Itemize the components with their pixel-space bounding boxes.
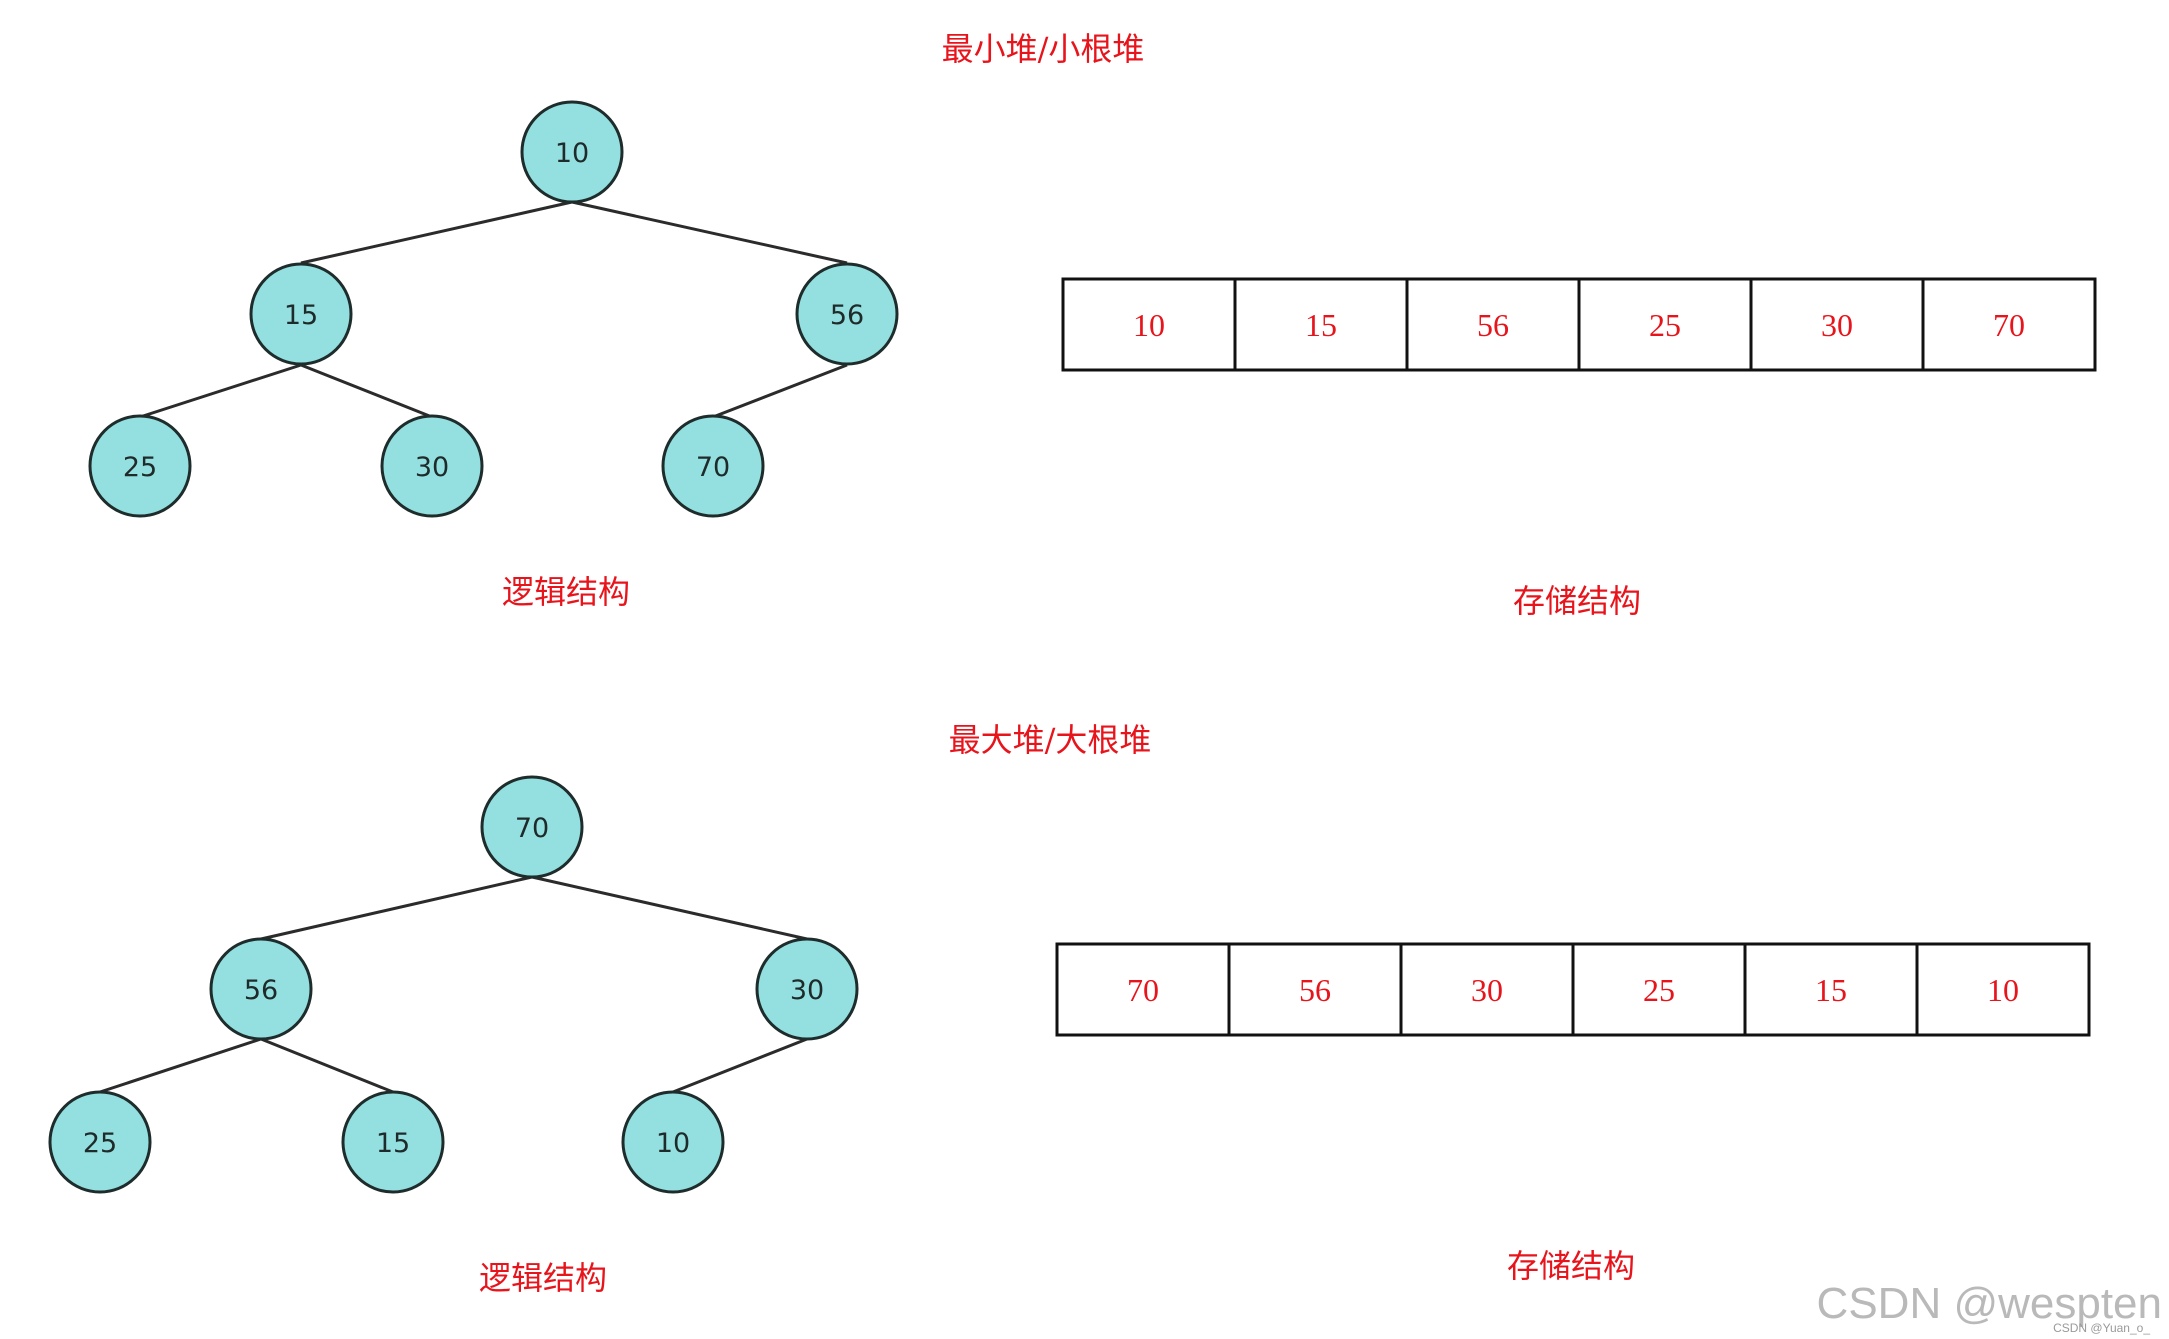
array-cell: 70 bbox=[1921, 277, 2097, 372]
tree-node: 25 bbox=[88, 414, 192, 518]
tree-edge bbox=[139, 363, 302, 419]
min-heap-section: 最小堆/小根堆 10 15 56 bbox=[88, 30, 2097, 620]
tree-edge bbox=[571, 200, 848, 265]
array-cell: 30 bbox=[1749, 277, 1925, 372]
array-cell: 10 bbox=[1061, 277, 1237, 372]
cell-value: 30 bbox=[1821, 307, 1853, 343]
max-heap-edges bbox=[99, 875, 808, 1094]
watermark-small-text: CSDN @Yuan_o_ bbox=[2053, 1321, 2150, 1335]
cell-value: 15 bbox=[1305, 307, 1337, 343]
cell-value: 56 bbox=[1477, 307, 1509, 343]
max-heap-section: 最大堆/大根堆 70 56 30 bbox=[48, 721, 2091, 1297]
min-heap-logic-label: 逻辑结构 bbox=[502, 573, 630, 611]
watermark-text: CSDN @wespten bbox=[1817, 1279, 2162, 1328]
cell-value: 10 bbox=[1133, 307, 1165, 343]
min-heap-edges bbox=[139, 200, 848, 419]
array-cell: 15 bbox=[1743, 942, 1919, 1037]
tree-node: 15 bbox=[249, 262, 353, 366]
node-value: 10 bbox=[656, 1128, 690, 1159]
array-cell: 30 bbox=[1399, 942, 1575, 1037]
cell-value: 30 bbox=[1471, 972, 1503, 1008]
array-cell: 10 bbox=[1915, 942, 2091, 1037]
tree-edge bbox=[712, 363, 848, 419]
max-heap-array: 70 56 30 25 15 10 bbox=[1055, 942, 2091, 1037]
max-heap-tree: 70 56 30 25 15 10 bbox=[48, 775, 859, 1194]
node-value: 25 bbox=[123, 452, 157, 483]
min-heap-storage-label: 存储结构 bbox=[1513, 582, 1641, 620]
node-value: 30 bbox=[415, 452, 449, 483]
array-cell: 56 bbox=[1227, 942, 1403, 1037]
tree-edge bbox=[260, 875, 533, 941]
cell-value: 56 bbox=[1299, 972, 1331, 1008]
tree-node: 10 bbox=[621, 1090, 725, 1194]
tree-node: 10 bbox=[520, 100, 624, 204]
tree-edge bbox=[672, 1037, 808, 1094]
max-heap-logic-label: 逻辑结构 bbox=[479, 1259, 607, 1297]
cell-value: 10 bbox=[1987, 972, 2019, 1008]
min-heap-tree: 10 15 56 25 30 70 bbox=[88, 100, 899, 518]
array-cell: 15 bbox=[1233, 277, 1409, 372]
node-value: 10 bbox=[555, 138, 589, 169]
cell-value: 25 bbox=[1649, 307, 1681, 343]
tree-node: 70 bbox=[480, 775, 584, 879]
tree-edge bbox=[99, 1037, 262, 1094]
tree-node: 56 bbox=[795, 262, 899, 366]
array-cell: 56 bbox=[1405, 277, 1581, 372]
node-value: 70 bbox=[696, 452, 730, 483]
node-value: 70 bbox=[515, 813, 549, 844]
tree-node: 56 bbox=[209, 937, 313, 1041]
node-value: 56 bbox=[244, 975, 278, 1006]
array-cell: 25 bbox=[1571, 942, 1747, 1037]
min-heap-title: 最小堆/小根堆 bbox=[942, 30, 1145, 68]
tree-node: 25 bbox=[48, 1090, 152, 1194]
array-cell: 70 bbox=[1055, 942, 1231, 1037]
tree-node: 30 bbox=[755, 937, 859, 1041]
cell-value: 15 bbox=[1815, 972, 1847, 1008]
tree-edge bbox=[300, 200, 573, 265]
max-heap-title: 最大堆/大根堆 bbox=[949, 721, 1152, 759]
tree-node: 15 bbox=[341, 1090, 445, 1194]
cell-value: 70 bbox=[1993, 307, 2025, 343]
tree-edge bbox=[531, 875, 808, 941]
max-heap-storage-label: 存储结构 bbox=[1507, 1247, 1635, 1285]
node-value: 25 bbox=[83, 1128, 117, 1159]
array-cell: 25 bbox=[1577, 277, 1753, 372]
node-value: 15 bbox=[376, 1128, 410, 1159]
node-value: 30 bbox=[790, 975, 824, 1006]
cell-value: 70 bbox=[1127, 972, 1159, 1008]
node-value: 15 bbox=[284, 300, 318, 331]
cell-value: 25 bbox=[1643, 972, 1675, 1008]
tree-node: 70 bbox=[661, 414, 765, 518]
tree-edge bbox=[300, 363, 433, 419]
node-value: 56 bbox=[830, 300, 864, 331]
tree-node: 30 bbox=[380, 414, 484, 518]
tree-edge bbox=[260, 1037, 394, 1094]
min-heap-array: 10 15 56 25 30 70 bbox=[1061, 277, 2097, 372]
